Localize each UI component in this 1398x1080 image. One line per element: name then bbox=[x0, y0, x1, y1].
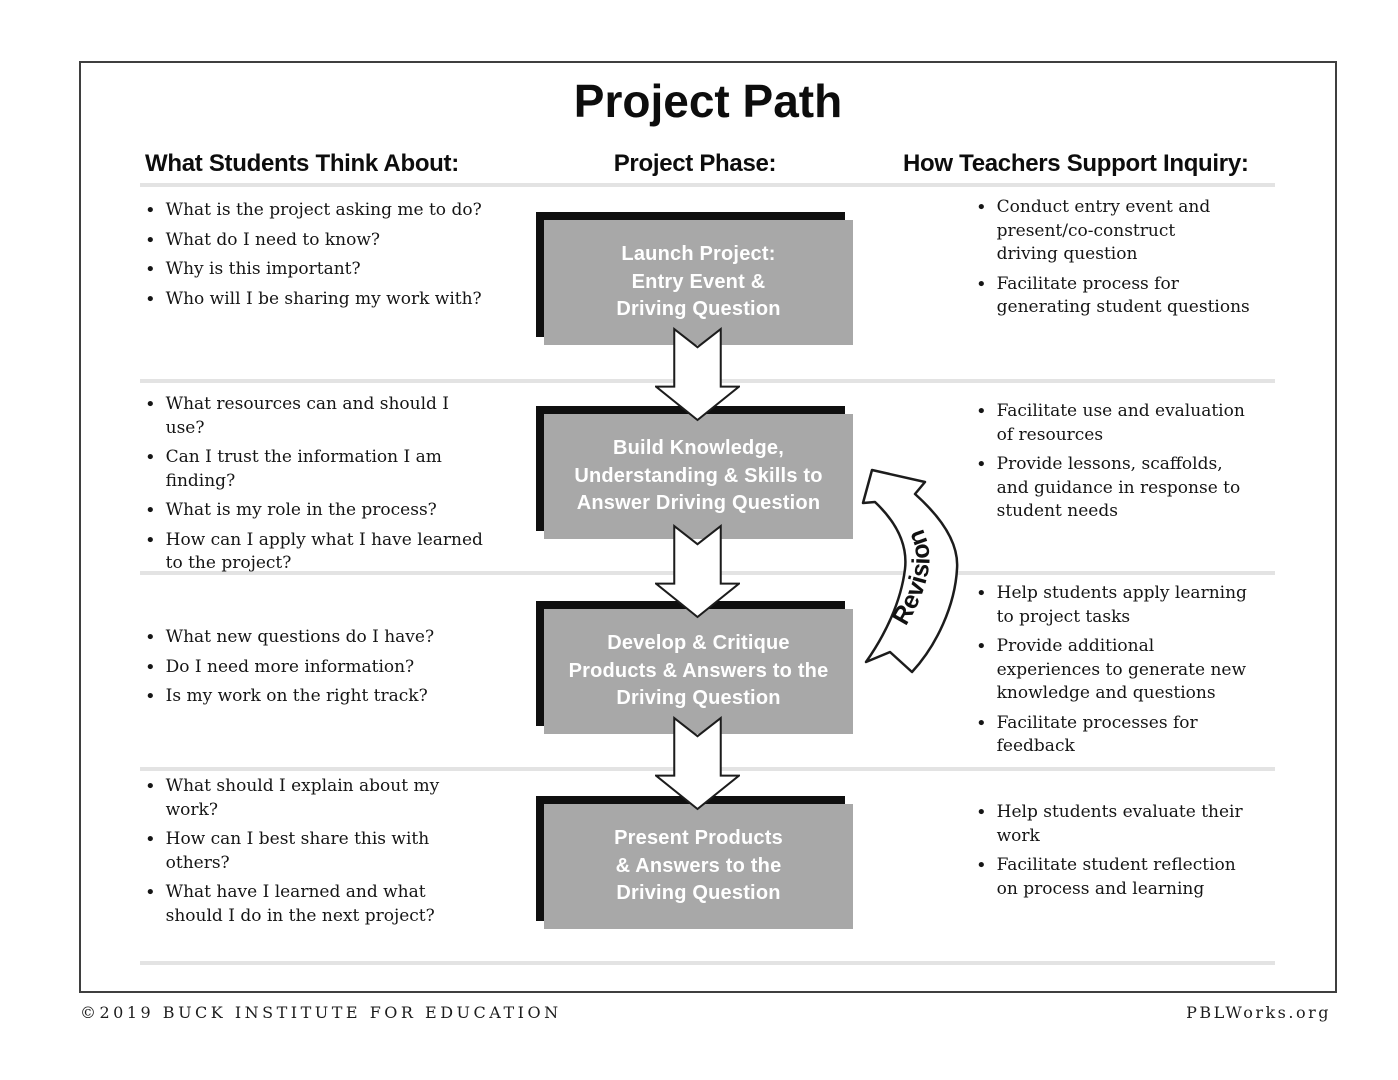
down-arrow-icon bbox=[655, 327, 740, 422]
student-questions-list-4: What should I explain about my work? How… bbox=[145, 775, 520, 934]
list-item: Provide additional experiences to genera… bbox=[976, 635, 1281, 706]
student-questions-list-3: What new questions do I have? Do I need … bbox=[145, 626, 520, 715]
column-heading-teachers: How Teachers Support Inquiry: bbox=[903, 150, 1249, 177]
list-item: Help students apply learning to project … bbox=[976, 582, 1281, 629]
column-heading-students: What Students Think About: bbox=[145, 150, 459, 177]
list-item: Conduct entry event and present/co-const… bbox=[976, 196, 1281, 267]
list-item: Why is this important? bbox=[145, 258, 520, 282]
list-item: Provide lessons, scaffolds, and guidance… bbox=[976, 453, 1281, 524]
list-item: What should I explain about my work? bbox=[145, 775, 520, 822]
student-questions-list-1: What is the project asking me to do? Wha… bbox=[145, 199, 520, 317]
phase-box-launch: Launch Project: Entry Event & Driving Qu… bbox=[536, 212, 853, 345]
footer-copyright: ©2019 BUCK INSTITUTE FOR EDUCATION bbox=[80, 1003, 562, 1022]
list-item: What is my role in the process? bbox=[145, 499, 520, 523]
teacher-supports-list-1: Conduct entry event and present/co-const… bbox=[976, 196, 1281, 326]
list-item: What have I learned and what should I do… bbox=[145, 881, 520, 928]
list-item: Is my work on the right track? bbox=[145, 685, 520, 709]
teacher-supports-list-4: Help students evaluate their work Facili… bbox=[976, 801, 1281, 907]
list-item: What new questions do I have? bbox=[145, 626, 520, 650]
list-item: Help students evaluate their work bbox=[976, 801, 1281, 848]
list-item: Facilitate student reflection on process… bbox=[976, 854, 1281, 901]
phase-label: Build Knowledge, Understanding & Skills … bbox=[574, 437, 823, 515]
list-item: What is the project asking me to do? bbox=[145, 199, 520, 223]
down-arrow-icon bbox=[655, 524, 740, 619]
down-arrow-icon bbox=[655, 716, 740, 811]
section-divider-4 bbox=[140, 961, 1275, 965]
footer-site: PBLWorks.org bbox=[1186, 1003, 1331, 1022]
phase-label: Develop & Critique Products & Answers to… bbox=[568, 632, 829, 710]
list-item: Who will I be sharing my work with? bbox=[145, 288, 520, 312]
phase-box-present-products: Present Products & Answers to the Drivin… bbox=[536, 796, 853, 930]
list-item: Facilitate processes for feedback bbox=[976, 712, 1281, 759]
phase-box-develop-critique: Develop & Critique Products & Answers to… bbox=[536, 601, 853, 734]
list-item: Do I need more information? bbox=[145, 656, 520, 680]
revision-arrow-icon: Revision bbox=[861, 468, 959, 674]
column-heading-phase: Project Phase: bbox=[613, 150, 777, 177]
page-title: Project Path bbox=[573, 75, 843, 127]
header-divider bbox=[140, 183, 1275, 187]
list-item: What do I need to know? bbox=[145, 229, 520, 253]
list-item: How can I best share this with others? bbox=[145, 828, 520, 875]
phase-label: Present Products & Answers to the Drivin… bbox=[614, 827, 783, 905]
list-item: Facilitate process for generating studen… bbox=[976, 273, 1281, 320]
student-questions-list-2: What resources can and should I use? Can… bbox=[145, 393, 520, 582]
phase-box-build-knowledge: Build Knowledge, Understanding & Skills … bbox=[536, 406, 853, 540]
list-item: Facilitate use and evaluation of resourc… bbox=[976, 400, 1281, 447]
list-item: How can I apply what I have learned to t… bbox=[145, 529, 520, 576]
teacher-supports-list-2: Facilitate use and evaluation of resourc… bbox=[976, 400, 1281, 530]
list-item: Can I trust the information I am finding… bbox=[145, 446, 520, 493]
teacher-supports-list-3: Help students apply learning to project … bbox=[976, 582, 1281, 765]
phase-label: Launch Project: Entry Event & Driving Qu… bbox=[616, 243, 781, 321]
list-item: What resources can and should I use? bbox=[145, 393, 520, 440]
